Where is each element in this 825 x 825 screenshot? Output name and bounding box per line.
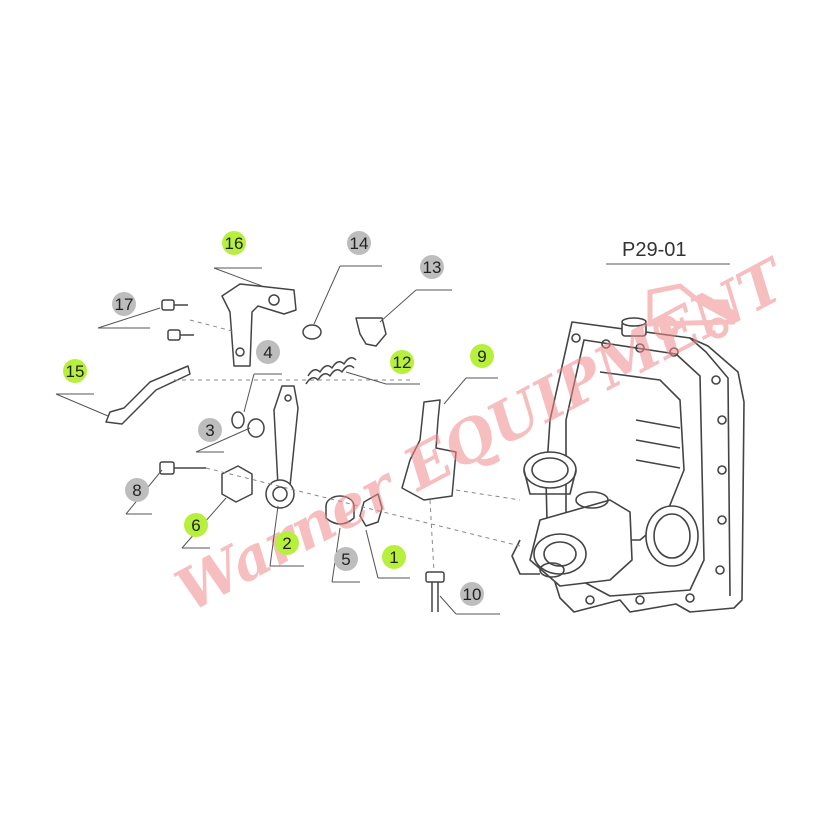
callout-leader bbox=[439, 595, 457, 615]
callout-number: 17 bbox=[115, 295, 134, 314]
callout-badge bbox=[275, 531, 299, 555]
callout-5: 5 bbox=[331, 527, 360, 583]
callout-17: 17 bbox=[97, 292, 161, 329]
callout-4: 4 bbox=[243, 340, 282, 413]
callout-number: 8 bbox=[132, 481, 141, 500]
nut-part bbox=[302, 324, 322, 340]
callout-badge bbox=[334, 547, 358, 571]
callout-leader bbox=[443, 377, 467, 405]
callout-number: 9 bbox=[477, 347, 486, 366]
callout-number: 4 bbox=[263, 343, 272, 362]
callout-number: 10 bbox=[463, 585, 482, 604]
callout-leader bbox=[379, 289, 417, 323]
callout-number: 1 bbox=[389, 548, 398, 567]
callout-number: 2 bbox=[282, 534, 291, 553]
callout-badge bbox=[198, 418, 222, 442]
nut-part bbox=[221, 465, 253, 503]
callout-15: 15 bbox=[55, 359, 109, 417]
callout-6: 6 bbox=[181, 497, 227, 549]
callout-number: 15 bbox=[66, 362, 85, 381]
rod-part bbox=[105, 365, 191, 425]
callout-leader bbox=[195, 427, 251, 453]
spring-part bbox=[305, 357, 357, 385]
callout-badge bbox=[347, 231, 371, 255]
callout-9: 9 bbox=[443, 344, 498, 405]
callout-1: 1 bbox=[365, 529, 410, 579]
callout-badge bbox=[382, 545, 406, 569]
callout-badge bbox=[222, 231, 246, 255]
assembly-lines bbox=[174, 319, 521, 573]
callout-number: 6 bbox=[191, 516, 200, 535]
callout-16: 16 bbox=[213, 231, 263, 287]
diagram-code: P29-01 bbox=[622, 239, 687, 261]
callout-number: 13 bbox=[423, 258, 442, 277]
washer-part bbox=[247, 418, 265, 438]
callout-12: 12 bbox=[345, 350, 420, 385]
arm-part bbox=[401, 399, 457, 501]
callout-3: 3 bbox=[195, 418, 251, 453]
washer-part bbox=[231, 411, 245, 429]
callout-badge bbox=[125, 478, 149, 502]
plate-part bbox=[359, 493, 383, 527]
callout-number: 16 bbox=[225, 234, 244, 253]
callout-number: 14 bbox=[350, 234, 369, 253]
callout-badge bbox=[184, 513, 208, 537]
callout-leader bbox=[365, 529, 379, 579]
bushing-part bbox=[325, 495, 355, 525]
callout-13: 13 bbox=[379, 255, 452, 323]
clip-part bbox=[355, 317, 387, 347]
callout-badge bbox=[420, 255, 444, 279]
callout-number: 12 bbox=[393, 353, 412, 372]
bolt-part bbox=[425, 571, 445, 612]
callout-leader bbox=[55, 393, 109, 417]
callout-leader bbox=[269, 505, 279, 567]
bolt-part bbox=[159, 461, 206, 475]
callout-leader bbox=[213, 267, 263, 287]
callout-badge bbox=[470, 344, 494, 368]
callout-number: 3 bbox=[205, 421, 214, 440]
callout-8: 8 bbox=[125, 469, 163, 515]
callout-leader bbox=[243, 373, 255, 413]
bracket-part bbox=[221, 283, 297, 367]
callout-2: 2 bbox=[269, 505, 304, 567]
callout-leader bbox=[313, 265, 341, 325]
callout-leader bbox=[97, 307, 161, 329]
callout-badge bbox=[63, 359, 87, 383]
callout-badge bbox=[256, 340, 280, 364]
bolt-part bbox=[161, 299, 194, 341]
lever-part bbox=[265, 385, 299, 509]
callout-badge bbox=[112, 292, 136, 316]
callout-number: 5 bbox=[341, 550, 350, 569]
gearbox-housing bbox=[511, 317, 745, 613]
callout-leader bbox=[345, 371, 387, 385]
callout-badge bbox=[390, 350, 414, 374]
callout-10: 10 bbox=[439, 582, 500, 615]
callout-14: 14 bbox=[313, 231, 382, 325]
callout-badge bbox=[460, 582, 484, 606]
